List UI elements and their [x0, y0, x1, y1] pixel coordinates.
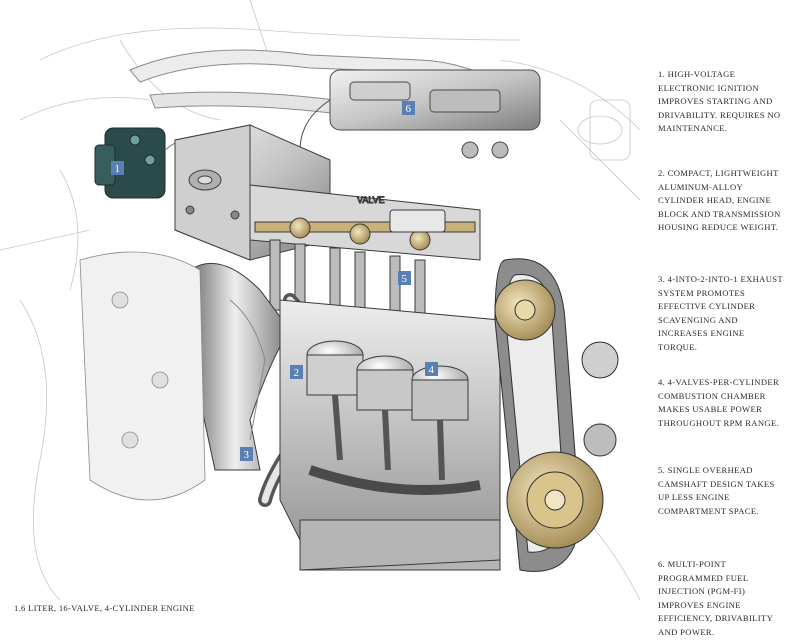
engine-block: [279, 299, 501, 571]
marker-3-label: 3: [244, 449, 250, 461]
valve-badge: VALVE: [357, 195, 385, 205]
ignition-distributor: [94, 127, 211, 199]
marker-3: 3: [240, 447, 253, 461]
feature-note-5: 5. SINGLE OVERHEAD CAMSHAFT DESIGN TAKES…: [658, 465, 775, 516]
engine-caption: 1.6 LITER, 16-VALVE, 4-CYLINDER ENGINE: [14, 603, 195, 613]
connecting-rods: [332, 394, 445, 481]
feature-note-1: 1. HIGH-VOLTAGE ELECTRONIC IGNITION IMPR…: [658, 69, 781, 134]
marker-5: 5: [398, 271, 411, 285]
timing-belt: [494, 258, 619, 572]
fuel-injection-manifold: [299, 69, 541, 159]
marker-2: 2: [290, 365, 303, 379]
feature-note-6: 6. MULTI-POINT PROGRAMMED FUEL INJECTION…: [658, 559, 773, 637]
marker-6-label: 6: [406, 103, 412, 115]
marker-4-label: 4: [429, 364, 435, 376]
transmission-housing: [79, 251, 206, 501]
marker-5-label: 5: [402, 273, 408, 285]
marker-4: 4: [425, 362, 438, 376]
valvetrain: VALVE: [249, 184, 481, 331]
feature-note-3: 3. 4-INTO-2-INTO-1 EXHAUST SYSTEM PROMOT…: [658, 274, 783, 352]
feature-note-2: 2. COMPACT, LIGHTWEIGHT ALUMINUM-ALLOY C…: [658, 168, 781, 233]
engine-cutaway-illustration: VALVE: [0, 0, 640, 601]
pistons: [306, 340, 469, 421]
marker-1: 1: [111, 161, 124, 175]
callout-markers: 1 2 3 4 5 6: [111, 101, 438, 461]
marker-1-label: 1: [115, 163, 121, 175]
feature-note-4: 4. 4-VALVES-PER-CYLINDER COMBUSTION CHAM…: [658, 377, 780, 428]
marker-6: 6: [402, 101, 415, 115]
marker-2-label: 2: [294, 367, 300, 379]
